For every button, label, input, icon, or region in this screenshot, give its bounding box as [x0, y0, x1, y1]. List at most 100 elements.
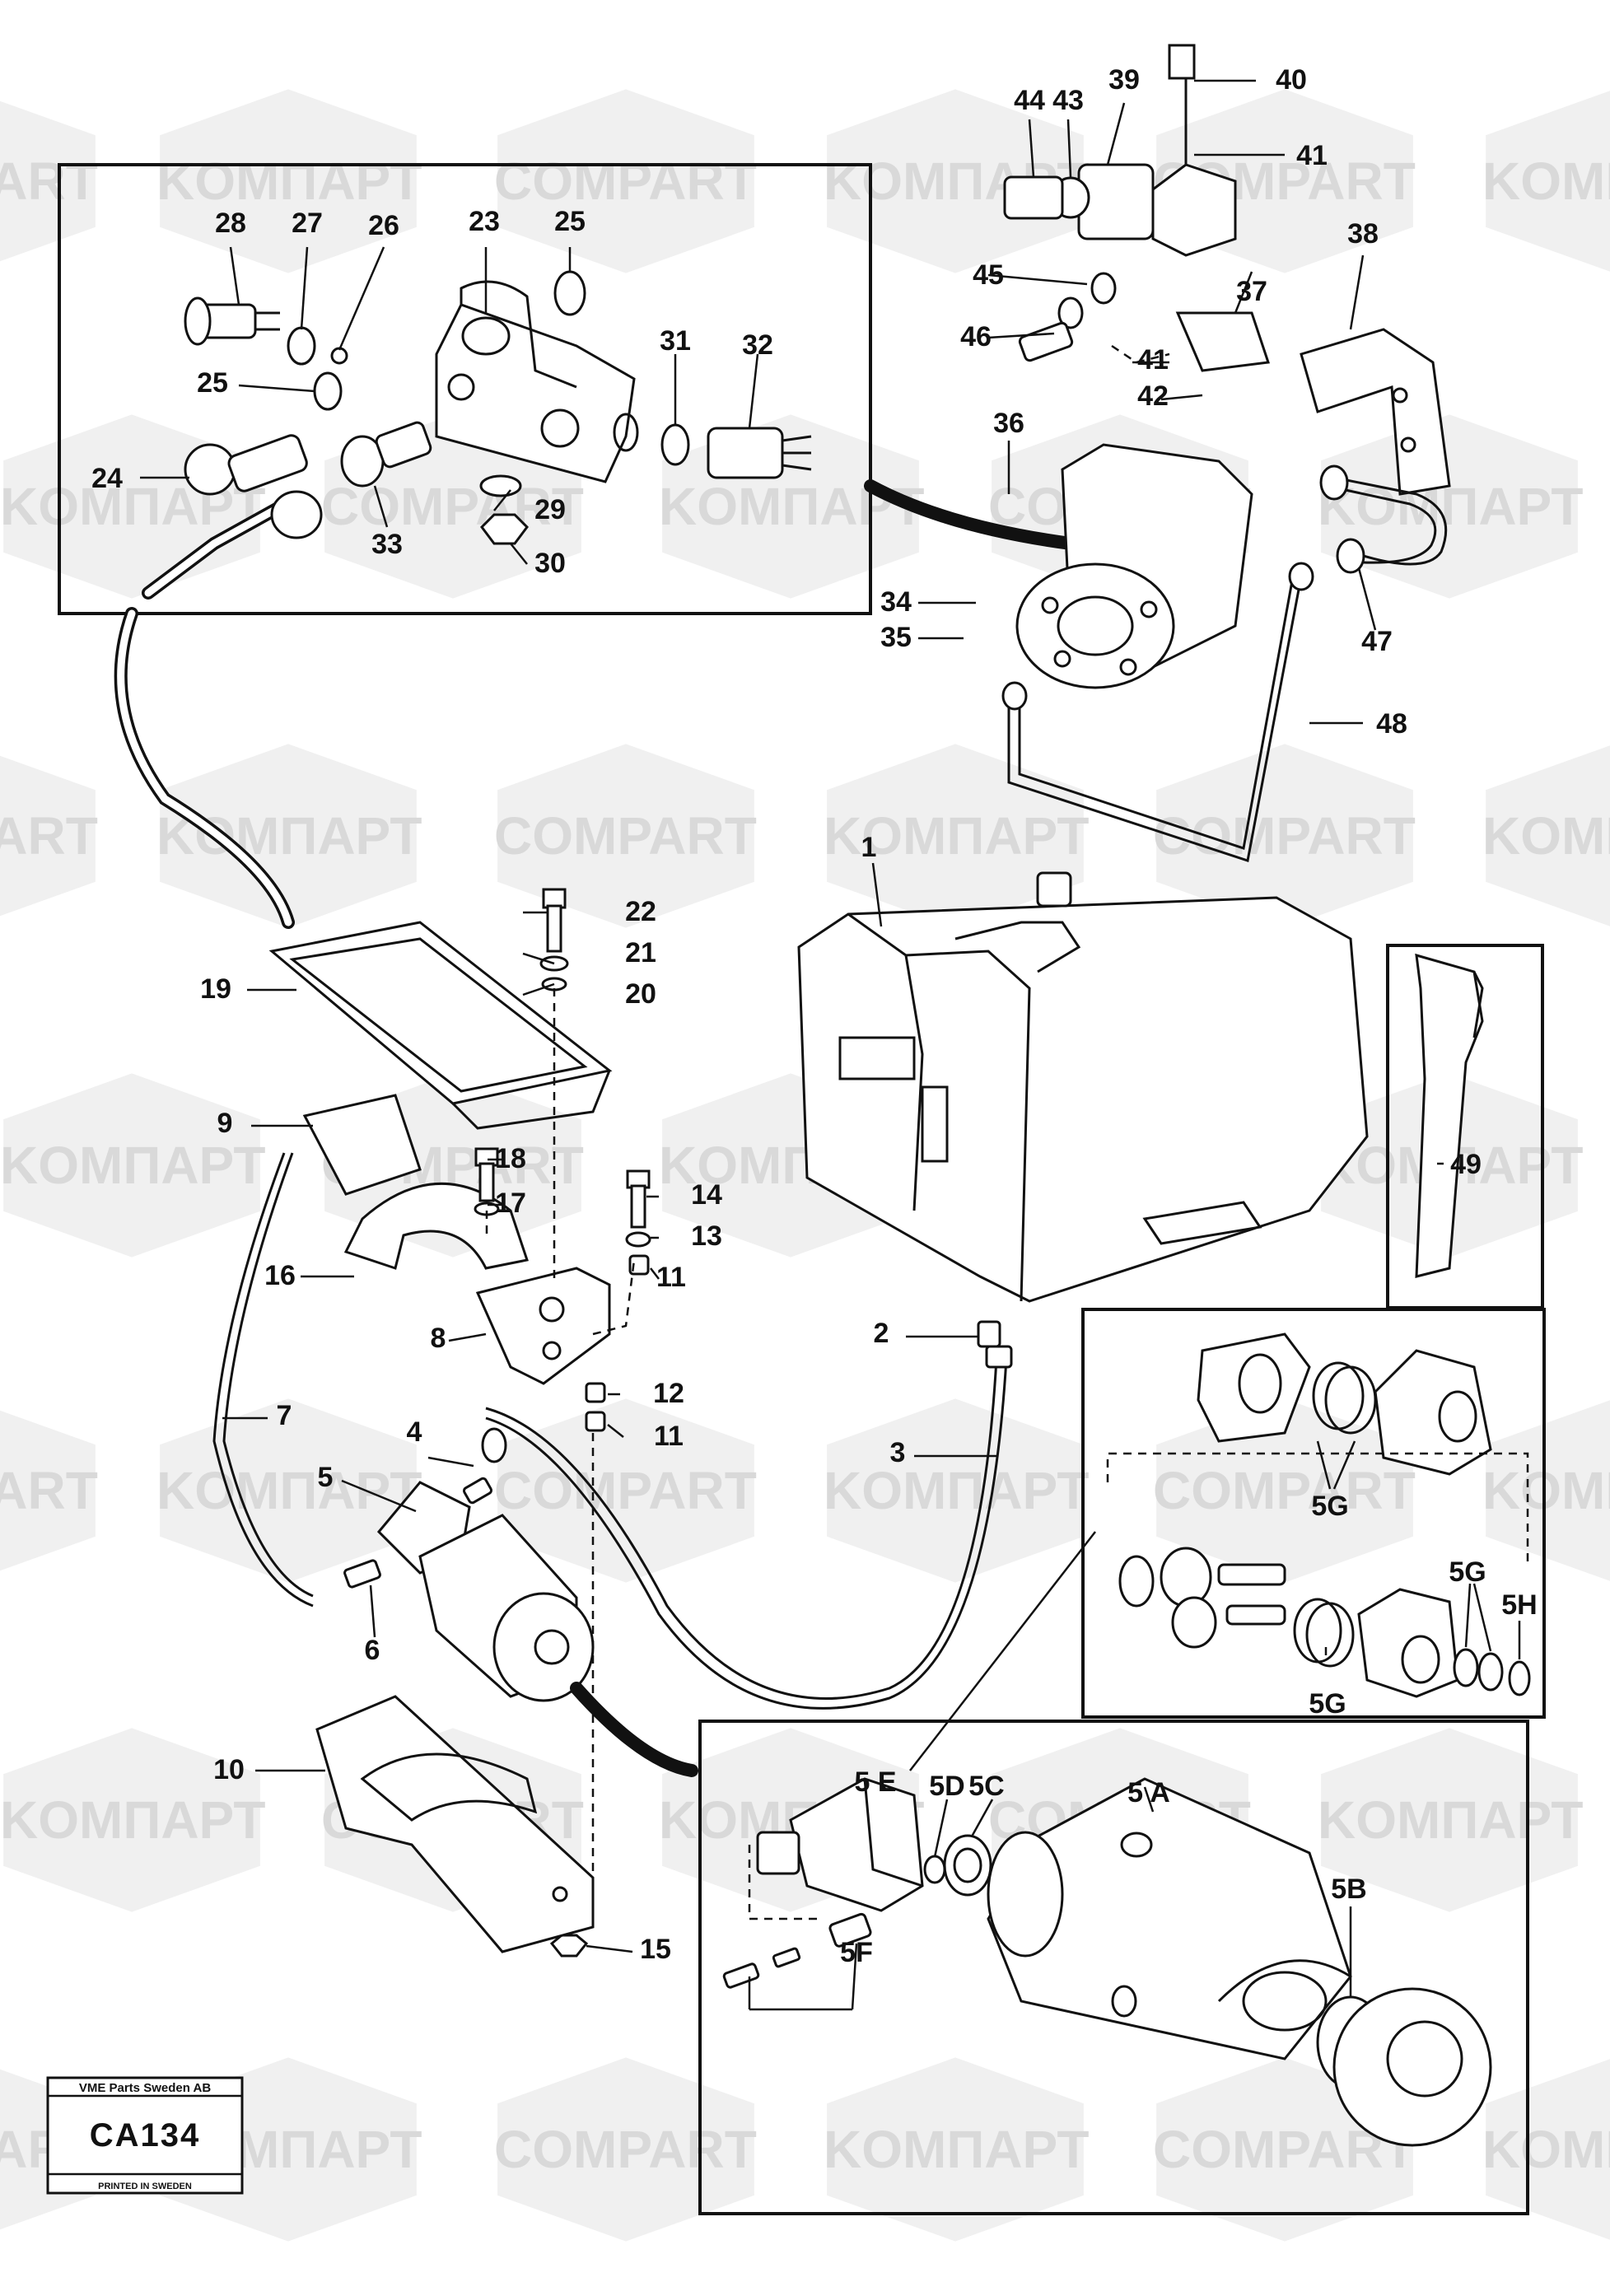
flap-part: [1415, 953, 1484, 1278]
callout-label: 15: [640, 1934, 671, 1965]
callout-label: 5B: [1331, 1874, 1366, 1905]
watermark-hex: [160, 89, 417, 273]
gear-pump-part: [756, 1777, 992, 1912]
watermark-hex: [497, 2057, 754, 2242]
callout-label: 25: [197, 367, 228, 399]
callout-label: 5F: [840, 1937, 873, 1968]
callout-label: 43: [1052, 85, 1084, 116]
callout-label: 5G: [1311, 1491, 1348, 1522]
watermark-hex: [497, 89, 754, 273]
stamp-code: CA134: [90, 2117, 201, 2154]
watermark-layer: COMPART KOMПАРТ COMPART KOMПАРТ COMPART KOMПА…: [0, 89, 1610, 2242]
watermark-text: COMPART: [494, 806, 757, 866]
valve-assembly-part: [1003, 44, 1237, 362]
callout-label: 47: [1361, 626, 1393, 657]
watermark-hex: [1486, 1400, 1610, 1581]
detail-box-electric-motor: [698, 1720, 1529, 2215]
watermark-text: COMPART: [494, 2120, 757, 2179]
watermark-text: COMPART: [0, 1461, 98, 1520]
callout-label: 2: [874, 1318, 889, 1349]
watermark-text: KOMПАРТ: [156, 152, 422, 211]
watermark-text: KOMПАРТ: [1482, 152, 1610, 211]
watermark-text: COMPART: [0, 152, 98, 211]
watermark-hex: [1486, 91, 1610, 272]
callout-label: 33: [371, 529, 403, 560]
watermark-text: COMPART: [494, 1461, 757, 1520]
valve-block-part: [435, 280, 639, 483]
callout-label: 5G: [1449, 1556, 1486, 1588]
callout-label: 32: [742, 329, 773, 361]
callout-label: 49: [1450, 1149, 1482, 1180]
watermark-hex: [3, 1728, 260, 1912]
washer-part: [313, 371, 343, 411]
watermark-hex: [0, 755, 96, 917]
callout-label: 27: [292, 208, 323, 239]
watermark-hex: [3, 1073, 260, 1258]
watermark-text: KOMПАРТ: [824, 806, 1089, 866]
watermark-hex: [497, 744, 754, 928]
callout-label: 45: [973, 259, 1004, 291]
watermark-text: KOMПАРТ: [156, 1461, 422, 1520]
watermark-text: KOMПАРТ: [0, 1136, 265, 1195]
callout-label: 5G: [1309, 1688, 1346, 1720]
washer-part: [479, 474, 522, 497]
callout-label: 19: [200, 973, 231, 1005]
callout-label: 41: [1296, 140, 1328, 171]
watermark-hex: [1156, 744, 1413, 928]
callout-label: 6: [365, 1635, 380, 1666]
bracket-part: [302, 1094, 422, 1196]
watermark-text: KOMПАРТ: [824, 2120, 1089, 2179]
callout-label: 23: [469, 206, 500, 237]
callout-label: 29: [534, 494, 566, 525]
watermark-hex: [0, 1410, 96, 1571]
callout-label: 30: [534, 548, 566, 579]
callout-label: 35: [880, 622, 912, 653]
watermark-hex: [827, 1398, 1084, 1583]
watermark-hex: [160, 744, 417, 928]
bracket-part: [475, 1267, 611, 1385]
callout-label: 9: [217, 1108, 233, 1139]
bracket-part: [1175, 311, 1451, 496]
tray-part: [268, 921, 613, 1130]
callout-label: 46: [960, 321, 992, 352]
callout-label: 5C: [968, 1771, 1004, 1802]
callout-label: 4: [407, 1416, 422, 1448]
callout-label: 38: [1347, 218, 1379, 250]
callout-label: 13: [691, 1220, 722, 1252]
callout-label: 37: [1236, 276, 1267, 307]
callout-label: 36: [993, 408, 1024, 439]
bolt-part: [474, 888, 651, 1958]
detail-box-valve-block: [58, 163, 872, 615]
callout-label: 1: [861, 832, 877, 863]
callout-label: 42: [1137, 380, 1169, 412]
callout-label: 34: [880, 586, 912, 618]
hose-fitting-part: [184, 421, 432, 539]
watermark-text: KOMПАРТ: [0, 1790, 265, 1850]
callout-label: 40: [1276, 64, 1307, 96]
watermark-hex: [0, 100, 96, 262]
callout-label: 3: [890, 1437, 906, 1468]
watermark-text: KOMПАРТ: [1318, 1790, 1583, 1850]
callout-label: 7: [277, 1400, 292, 1431]
callout-label: 28: [215, 208, 246, 239]
watermark-hex: [827, 89, 1084, 273]
watermark-hex: [1156, 1398, 1413, 1583]
callout-label: 5D: [929, 1771, 964, 1802]
callout-label: 5: [318, 1462, 334, 1493]
callout-label: 10: [213, 1754, 245, 1785]
watermark-text: KOMПАРТ: [1482, 2120, 1610, 2179]
callout-label: 5H: [1501, 1589, 1537, 1621]
callout-label: 48: [1376, 708, 1407, 740]
detail-box-pump-parts: [1081, 1308, 1546, 1719]
watermark-hex: [1321, 414, 1578, 599]
callout-label: 12: [653, 1378, 684, 1409]
electric-motor-part: [987, 1777, 1492, 2147]
sensor-part: [707, 427, 812, 479]
watermark-text: COMPART: [494, 152, 757, 211]
nut-part: [480, 513, 529, 545]
callout-label: 21: [625, 937, 656, 968]
watermark-text: KOMПАРТ: [1482, 1461, 1610, 1520]
callout-label: 26: [368, 210, 399, 241]
washer-part: [553, 270, 586, 316]
